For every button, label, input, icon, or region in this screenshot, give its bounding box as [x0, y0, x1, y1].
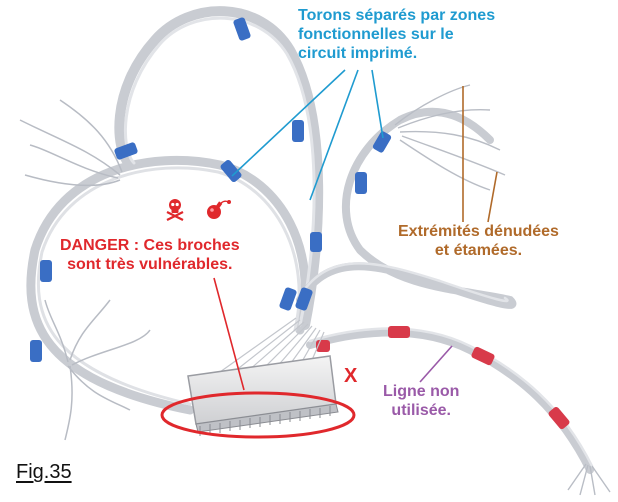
figure-caption: Fig.35 [16, 461, 72, 483]
ligne-callout-line [419, 345, 453, 383]
danger-label: DANGER : Ces broches sont très vulnérabl… [60, 236, 240, 274]
torons-label-line-3: circuit imprimé. [298, 45, 418, 62]
ligne-label: Ligne non utilisée. [383, 382, 459, 420]
right-wire-loop [296, 107, 517, 309]
danger-label-line-2: sont très vulnérables. [67, 256, 233, 273]
torons-label-line-1: Torons séparés par zones [298, 7, 496, 24]
loose-wires-left [19, 99, 151, 441]
danger-callout-line [213, 277, 245, 391]
extremites-label-line-2: et étamées. [434, 242, 523, 259]
ligne-label-line-1: Ligne non [383, 383, 460, 400]
danger-label-line-1: DANGER : Ces broches [60, 237, 240, 254]
red-sleeves [316, 326, 570, 430]
tinned-wire-ends [394, 84, 506, 191]
torons-label: Torons séparés par zones fonctionnelles … [298, 6, 495, 63]
ligne-label-line-2: utilisée. [391, 402, 451, 419]
torons-label-line-2: fonctionnelles sur le [298, 26, 454, 43]
upper-wire-loop [114, 6, 324, 330]
unused-x-mark: X [344, 365, 358, 387]
extremites-callout-lines [462, 86, 498, 223]
pin-connector [187, 355, 339, 436]
extremites-label-line-1: Extrémités dénudées [398, 223, 559, 240]
blue-sleeves [30, 17, 392, 362]
bomb-icon [207, 200, 231, 219]
danger-highlight-ellipse [160, 391, 356, 439]
bundle-end-wires [567, 463, 611, 496]
torons-callout-lines [231, 69, 384, 201]
extremites-label: Extrémités dénudées et étamées. [398, 222, 559, 260]
skull-crossbones-icon [166, 199, 184, 221]
